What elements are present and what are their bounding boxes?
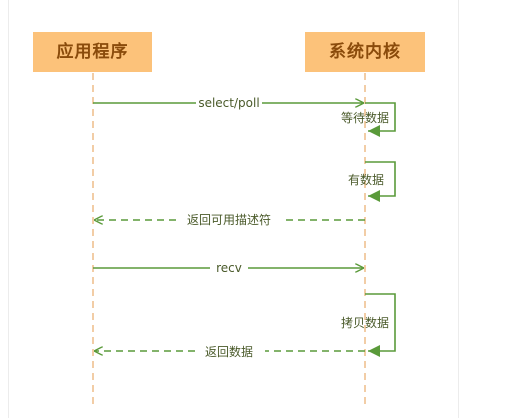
message-label-return-data: 返回数据	[205, 344, 253, 359]
message-return-fd: 返回可用描述符	[94, 212, 365, 227]
message-label-ready: 有数据	[348, 172, 384, 187]
message-select-poll: select/poll	[93, 96, 364, 110]
message-label-select-poll: select/poll	[198, 96, 259, 110]
actor-app: 应用程序	[33, 32, 152, 72]
message-label-return-fd: 返回可用描述符	[187, 212, 271, 227]
self-message-copy: 拷贝数据	[341, 293, 396, 357]
diagram-frame	[8, 0, 459, 418]
message-label-recv: recv	[216, 261, 242, 275]
message-return-data: 返回数据	[94, 344, 365, 359]
actor-kernel: 系统内核	[305, 32, 425, 72]
self-message-wait: 等待数据	[341, 102, 396, 137]
message-label-copy: 拷贝数据	[341, 315, 389, 330]
self-message-ready: 有数据	[348, 161, 396, 202]
message-label-wait: 等待数据	[341, 110, 389, 125]
message-recv: recv	[93, 261, 364, 275]
